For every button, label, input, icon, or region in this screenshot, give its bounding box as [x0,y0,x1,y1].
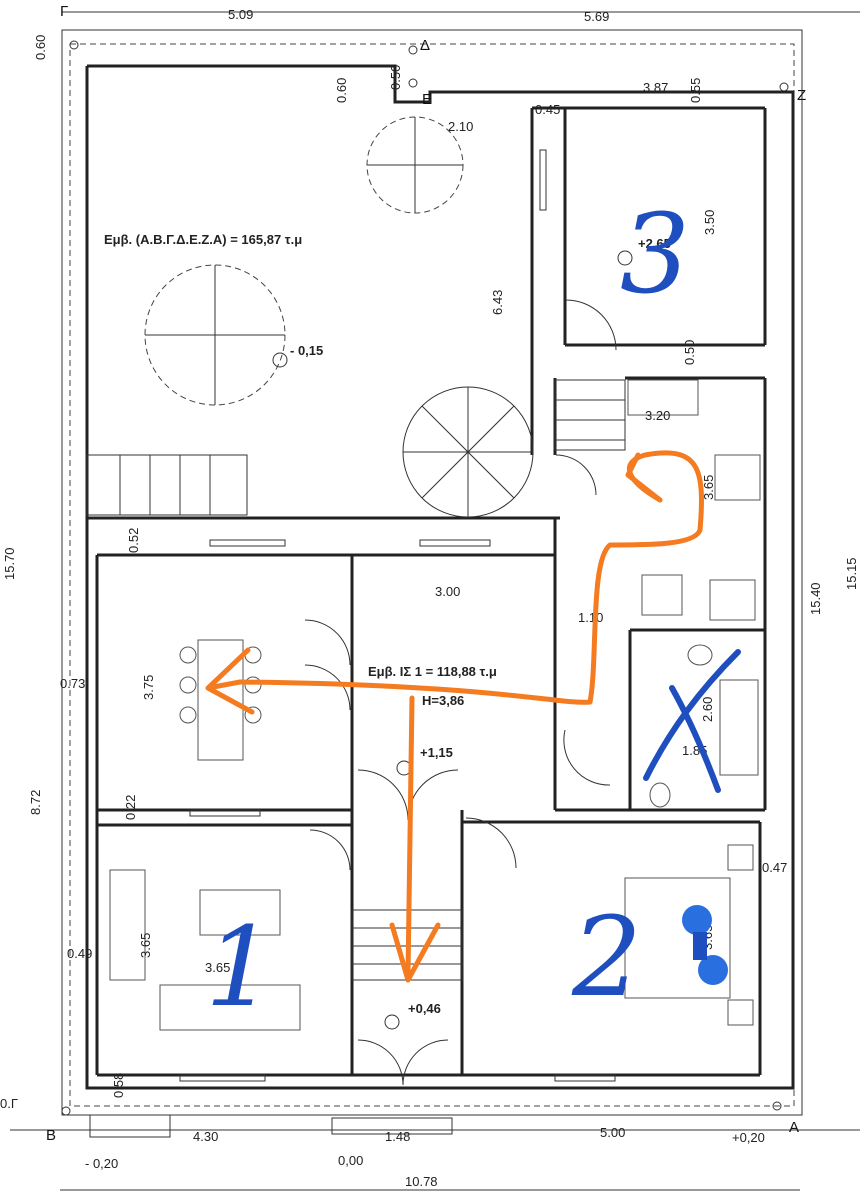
dim-055: 0.55 [688,78,703,103]
dim-073: 0.73 [60,676,85,691]
dim-320: 3.20 [645,408,670,423]
dim-047: 0.47 [762,860,787,875]
dim-1540: 15.40 [808,582,823,615]
dim-1515: 15.15 [844,557,859,590]
blue-dots [682,905,728,985]
blue-dot-top [682,905,712,935]
staircases [86,379,626,981]
blue-dot-bottom [698,955,728,985]
room-number-1: 1 [205,903,275,1031]
dim-365-left: 3.65 [138,933,153,958]
corner-markers [61,40,789,1116]
dim-148: 1.48 [385,1129,410,1144]
level-roof: +2,65 [638,236,671,251]
corner-g: Γ [60,3,68,20]
dim-375: 3.75 [141,675,156,700]
dim-top-left: 5.09 [228,7,253,22]
dim-1570: 15.70 [2,547,17,580]
dim-430: 4.30 [193,1129,218,1144]
armchair [109,869,146,981]
dim-052: 0.52 [126,528,141,553]
corner-a: Α [789,1119,799,1136]
dim-365-bottom: 3.65 [205,960,230,975]
corner-z: Ζ [797,87,806,104]
dim-500: 5.00 [600,1125,625,1140]
corner-labels: Γ Δ Ε Ζ Β Α 0.Γ [0,3,806,1144]
dim-872: 8.72 [28,790,43,815]
level-entrance: +0,46 [408,1001,441,1016]
area-labels: Εμβ. (Α.Β.Γ.Δ.Ε.Ζ.Α) = 165,87 τ.μ Εμβ. Ι… [104,232,497,708]
bathtub [719,679,759,776]
dim-387: 3.87 [643,80,668,95]
dim-110: 1.10 [578,610,603,625]
dim-643: 6.43 [490,290,505,315]
dim-top-right: 5.69 [584,9,609,24]
level-a: +0,20 [732,1130,765,1145]
kitchen-sink [627,379,699,416]
level-b: - 0,20 [85,1156,118,1171]
level-yard: - 0,15 [290,343,323,358]
level-floor: +1,15 [420,745,453,760]
corner-e: Ε [422,91,432,108]
dim-300: 3.00 [435,584,460,599]
corner-d: Δ [420,37,430,54]
floor-area-label: Εμβ. ΙΣ 1 = 118,88 τ.μ [368,664,497,679]
level-labels: - 0,15 +2,65 +1,15 +0,46 +0,20 - 0,20 0,… [85,236,765,1171]
dim-260: 2.60 [700,697,715,722]
handwritten-room-numbers: 3 1 2 [205,190,690,1031]
plot-area-label: Εμβ. (Α.Β.Γ.Δ.Ε.Ζ.Α) = 165,87 τ.μ [104,232,302,247]
coffee-table [199,889,281,936]
dim-1078: 10.78 [405,1174,438,1189]
dim-058: 0.58 [111,1073,126,1098]
washbasin [687,644,713,666]
level-street: 0,00 [338,1153,363,1168]
stove [714,454,761,501]
dim-049: 0.49 [67,946,92,961]
dim-060: 0.60 [334,78,349,103]
dim-350: 3.50 [702,210,717,235]
dim-210: 2.10 [448,119,473,134]
windows [89,149,616,1138]
orange-route-arrows [205,450,704,983]
fridge [641,574,683,616]
dim-022: 0.22 [123,795,138,820]
room-number-3: 3 [620,190,690,318]
sofa [159,984,301,1031]
room-number-2: 2 [571,893,642,1021]
trees [144,116,464,406]
furniture [109,379,761,1031]
corner-b: Β [46,1127,56,1144]
dim-050: 0.50 [388,65,403,90]
dim-045: 0.45 [535,102,560,117]
dim-left-top: 0.60 [33,35,48,60]
floor-height-label: H=3,86 [422,693,464,708]
dim-365-kitchen: 3.65 [701,475,716,500]
dim-050b: 0.50 [682,340,697,365]
toilet [649,782,671,808]
corner-og: 0.Γ [0,1096,18,1111]
blue-cross-mark [643,649,741,793]
dimension-labels: 5.09 5.69 0.60 0.50 0.60 3.87 0.55 0.45 … [2,7,859,1189]
